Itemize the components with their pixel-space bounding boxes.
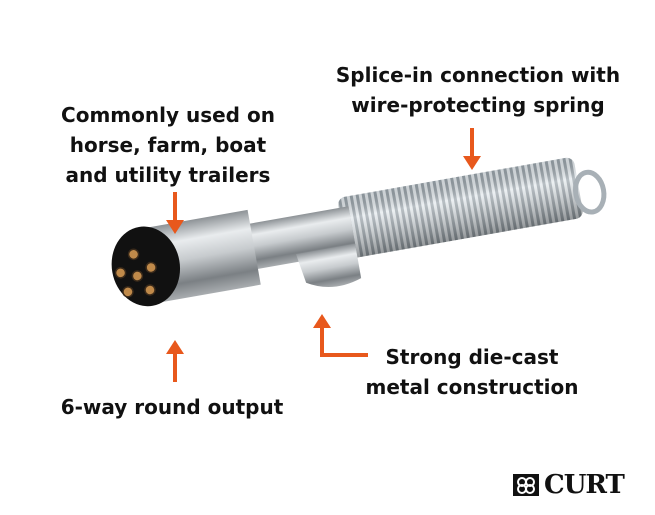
arrow-output <box>166 340 184 382</box>
callout-spring: Splice-in connection with wire-protectin… <box>336 60 620 120</box>
callout-diecast: Strong die-cast metal construction <box>366 342 579 402</box>
callout-output: 6-way round output <box>61 392 284 422</box>
callout-line: Commonly used on <box>61 103 275 127</box>
curt-logo-icon <box>513 474 539 496</box>
brand-name: CURT <box>544 470 625 500</box>
plug-pins <box>114 248 157 298</box>
brand-logo: CURT <box>512 470 625 500</box>
callout-line: wire-protecting spring <box>351 93 605 117</box>
callout-line: horse, farm, boat <box>69 133 267 157</box>
arrow-spring <box>463 128 481 170</box>
die-cast-clamp <box>295 243 362 288</box>
callout-arrows <box>166 128 481 382</box>
callout-line: Splice-in connection with <box>335 63 621 87</box>
callout-line: metal construction <box>365 375 579 399</box>
callout-usage: Commonly used on horse, farm, boat and u… <box>61 100 275 190</box>
callout-line: Strong die-cast <box>385 345 559 369</box>
callout-line: 6-way round output <box>60 395 284 419</box>
callout-line: and utility trailers <box>65 163 271 187</box>
arrow-diecast <box>313 314 368 357</box>
spring-loop <box>572 169 607 215</box>
connector-body <box>111 157 607 307</box>
arrow-usage <box>166 192 184 234</box>
